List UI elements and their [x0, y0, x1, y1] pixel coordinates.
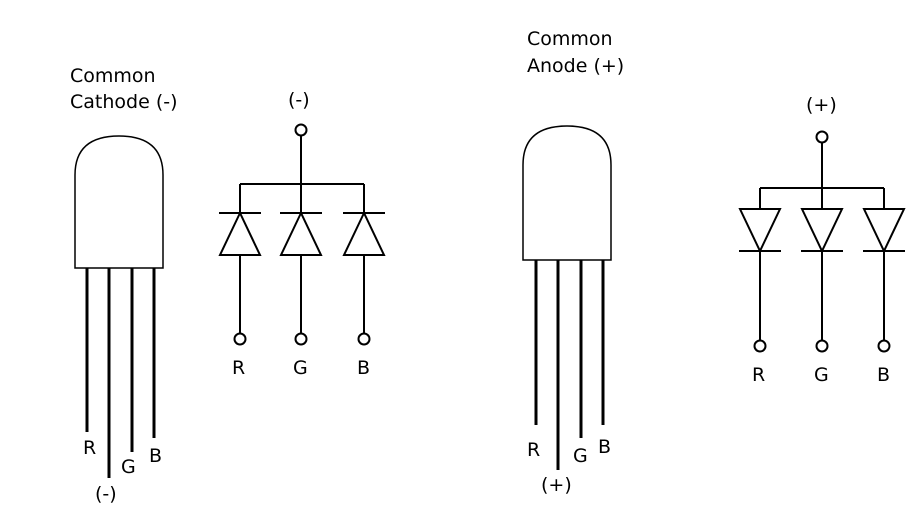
anode-led-body [522, 125, 612, 261]
cathode-terminal-r [233, 332, 247, 346]
cathode-terminal-g [294, 332, 308, 346]
anode-schematic-r-label: R [752, 364, 765, 386]
anode-led: Common Anode (+) R G B (+) [522, 28, 624, 496]
cathode-diode-r [218, 184, 262, 346]
cathode-schematic-g-label: G [293, 357, 308, 379]
cathode-title-line2: Cathode (-) [70, 91, 178, 113]
cathode-pin-r-label: R [83, 437, 96, 459]
cathode-common-terminal [294, 123, 308, 137]
anode-diode-b [862, 188, 906, 353]
anode-schematic-g-label: G [814, 364, 829, 386]
anode-schematic-b-label: B [877, 364, 890, 386]
anode-schematic-common-label: (+) [806, 94, 837, 116]
cathode-terminal-b [357, 332, 371, 346]
anode-terminal-b [877, 339, 891, 353]
anode-title-line1: Common [527, 28, 613, 50]
anode-terminal-g [815, 339, 829, 353]
cathode-schematic-b-label: B [357, 357, 370, 379]
anode-diode-r [738, 188, 782, 353]
cathode-title-line1: Common [70, 65, 156, 87]
cathode-schematic-r-label: R [232, 357, 245, 379]
cathode-led: Common Cathode (-) R G B (-) [70, 65, 178, 505]
anode-pin-r-label: R [527, 439, 540, 461]
cathode-schematic-common-label: (-) [288, 89, 310, 111]
anode-common-terminal [815, 130, 829, 144]
anode-schematic: (+) R G B [738, 94, 906, 386]
anode-pin-common-label: (+) [541, 474, 572, 496]
anode-title-line2: Anode (+) [527, 55, 624, 77]
cathode-led-body [74, 135, 164, 269]
anode-pin-g-label: G [573, 445, 588, 467]
cathode-schematic: (-) R G B [218, 89, 386, 379]
anode-pin-b-label: B [598, 436, 611, 458]
cathode-diode-b [342, 184, 386, 346]
cathode-pin-b-label: B [149, 445, 162, 467]
cathode-pin-common-label: (-) [95, 483, 117, 505]
anode-diode-g [800, 188, 844, 353]
cathode-diode-g [279, 184, 323, 346]
cathode-pin-g-label: G [121, 456, 136, 478]
anode-terminal-r [753, 339, 767, 353]
